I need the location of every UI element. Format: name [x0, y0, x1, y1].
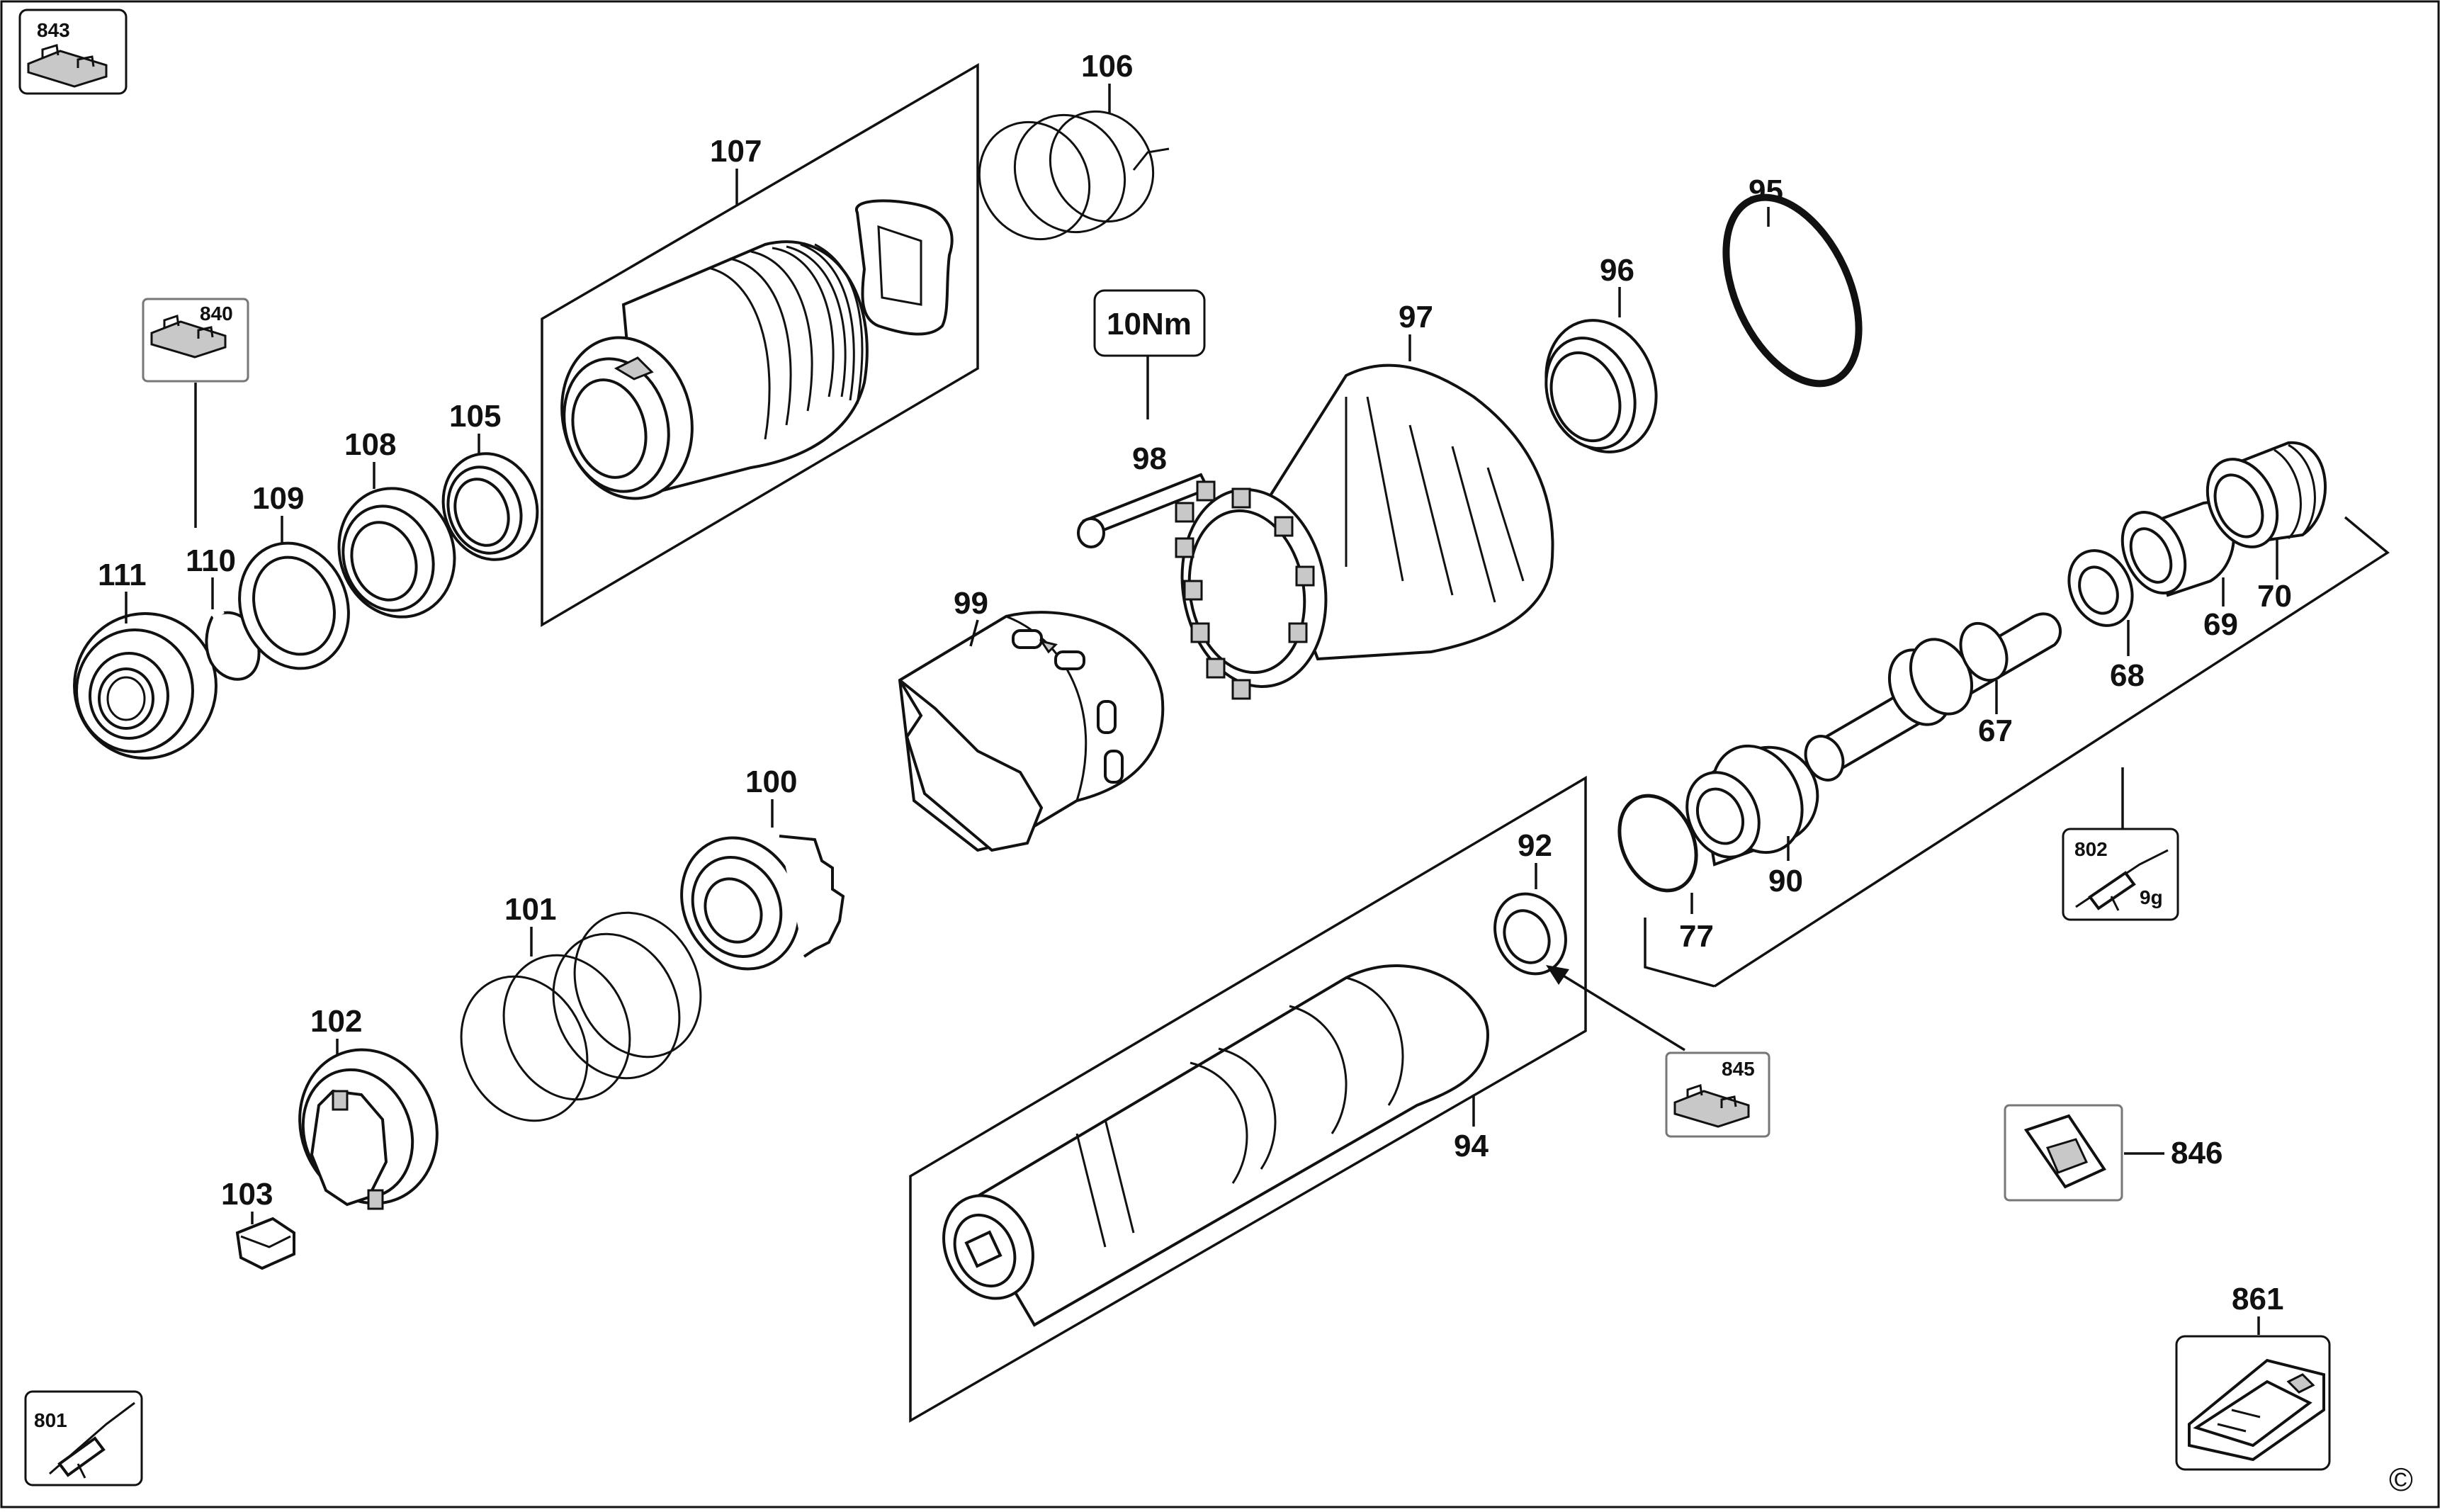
part-99[interactable]: [898, 611, 1165, 852]
label-108: 108: [344, 427, 396, 462]
part-801-box[interactable]: 801: [24, 1390, 143, 1486]
label-100: 100: [745, 765, 797, 799]
part-102[interactable]: [278, 1030, 458, 1223]
part-90[interactable]: [1673, 731, 1819, 869]
label-94: 94: [1454, 1129, 1489, 1163]
part-107[interactable]: [544, 199, 954, 513]
label-69: 69: [2203, 607, 2238, 642]
label-107: 107: [710, 134, 762, 169]
part-68[interactable]: [2057, 540, 2145, 636]
leader-845: [1554, 969, 1685, 1051]
part-108[interactable]: [321, 472, 472, 633]
part-845-box[interactable]: 845: [1665, 1051, 1770, 1138]
label-101: 101: [504, 892, 556, 927]
label-110: 110: [186, 543, 236, 578]
part-840-label: 840: [200, 303, 233, 325]
part-105[interactable]: [429, 440, 552, 572]
part-843-box[interactable]: 843: [18, 9, 128, 95]
part-861-box[interactable]: [2175, 1335, 2331, 1471]
grease-label: 9g: [2140, 886, 2163, 908]
part-846-box[interactable]: [2004, 1104, 2123, 1202]
label-111: 111: [98, 558, 147, 592]
leader-99: [969, 619, 979, 647]
label-105: 105: [449, 399, 501, 434]
part-97[interactable]: [1167, 363, 1554, 700]
part-111[interactable]: [73, 612, 218, 760]
part-845-label: 845: [1722, 1058, 1755, 1080]
frame-94: [909, 775, 1587, 1423]
label-95: 95: [1749, 174, 1783, 208]
seal-bag-icon: [2023, 1114, 2106, 1189]
grease-gun-icon: [49, 1401, 135, 1479]
part-69[interactable]: [2110, 501, 2235, 604]
frame-67-70: [1644, 516, 2390, 988]
label-68: 68: [2110, 658, 2145, 693]
part-106[interactable]: [959, 93, 1173, 259]
part-67[interactable]: [1799, 612, 2062, 786]
copyright-mark: ©: [2389, 1461, 2413, 1498]
part-101[interactable]: [439, 892, 724, 1141]
arrow-845: [1546, 965, 1569, 985]
carry-case-icon: [2188, 1358, 2325, 1462]
torque-box: 10Nm: [1093, 289, 1206, 357]
clip-tool-icon: [1673, 1084, 1750, 1128]
label-97: 97: [1399, 300, 1433, 334]
part-95[interactable]: [1699, 176, 1885, 404]
label-96: 96: [1600, 253, 1634, 288]
label-103: 103: [221, 1177, 273, 1212]
part-840-box[interactable]: 840: [142, 298, 249, 383]
part-96[interactable]: [1528, 305, 1674, 468]
part-109[interactable]: [222, 528, 366, 684]
part-94[interactable]: [927, 964, 1490, 1327]
label-98: 98: [1132, 441, 1167, 476]
label-106: 106: [1081, 49, 1133, 84]
part-100[interactable]: [660, 818, 845, 988]
label-846: 846: [2171, 1136, 2222, 1170]
grease-gun-icon: [2075, 849, 2169, 911]
part-103[interactable]: [235, 1217, 295, 1270]
torque-label: 10Nm: [1107, 307, 1192, 342]
label-99: 99: [954, 586, 988, 621]
part-77[interactable]: [1605, 783, 1711, 903]
label-109: 109: [252, 481, 304, 516]
part-70[interactable]: [2194, 441, 2327, 558]
part-843-label: 843: [37, 19, 70, 41]
label-67: 67: [1978, 713, 2013, 748]
part-801-label: 801: [34, 1409, 67, 1431]
part-802-box[interactable]: 802 9g: [2062, 828, 2179, 921]
label-92: 92: [1518, 828, 1552, 863]
clip-tool-icon: [27, 44, 108, 88]
part-802-label: 802: [2074, 838, 2108, 860]
frame-107: [541, 62, 979, 628]
label-102: 102: [310, 1004, 362, 1039]
part-92[interactable]: [1482, 882, 1578, 986]
label-90: 90: [1768, 864, 1803, 898]
label-70: 70: [2257, 579, 2292, 614]
clip-tool-icon: [150, 315, 227, 359]
label-77: 77: [1679, 919, 1714, 954]
label-861: 861: [2232, 1282, 2283, 1316]
